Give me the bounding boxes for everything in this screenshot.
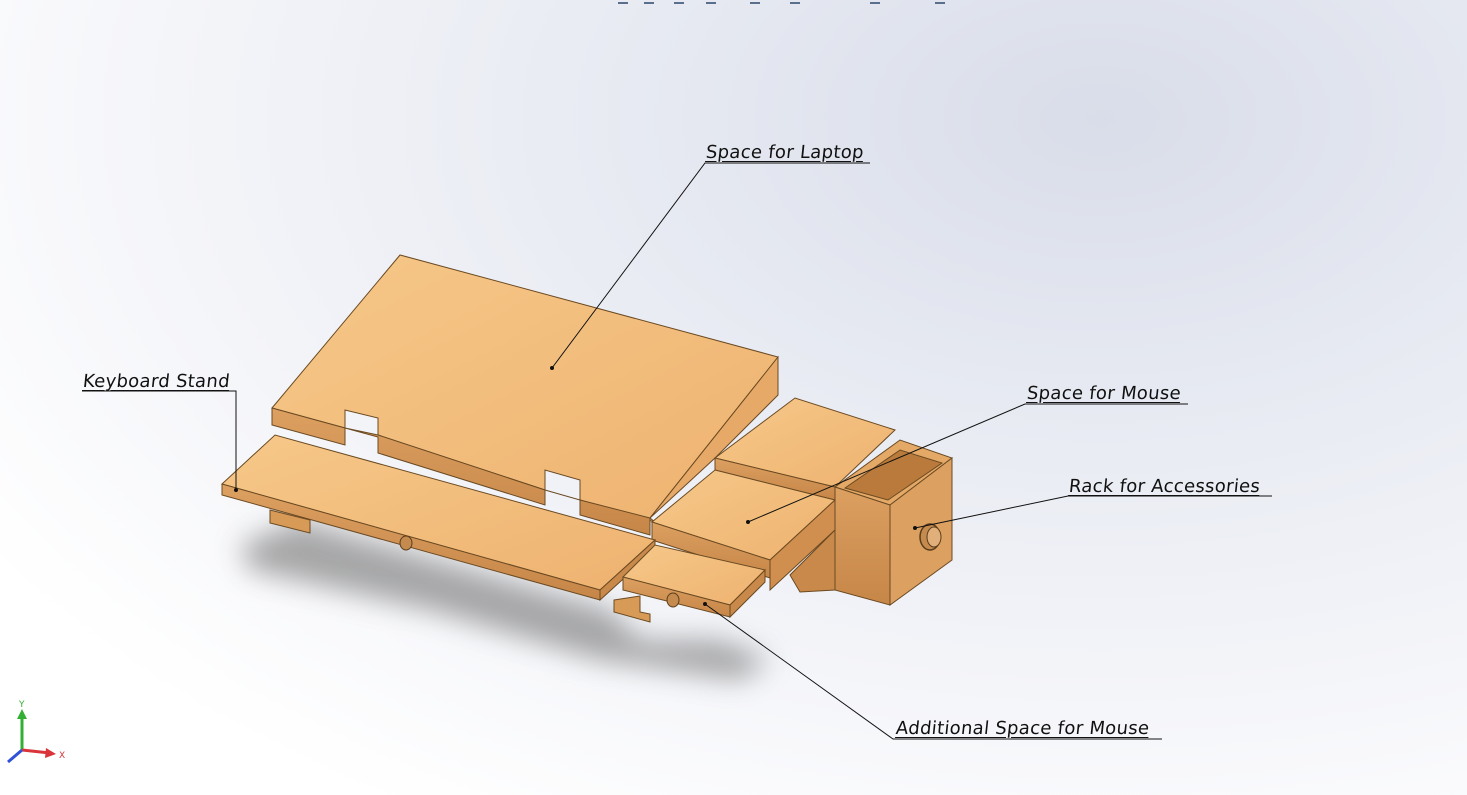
heads-up-view-toolbar[interactable]: [610, 0, 950, 6]
appearance-icon[interactable]: [790, 0, 800, 4]
x-axis-label: X: [59, 751, 65, 761]
y-axis-label: Y: [18, 700, 25, 710]
scene-icon[interactable]: [870, 0, 880, 4]
section-view-icon[interactable]: [674, 0, 684, 4]
floor-shadow: [240, 520, 770, 680]
accessories-rack: [833, 439, 954, 606]
reference-triad: Y X: [7, 700, 65, 764]
z-axis: [7, 748, 23, 764]
callout-keyboard-stand[interactable]: Keyboard Stand: [81, 371, 231, 392]
keyboard-stand: [221, 434, 657, 602]
view-orientation-icon[interactable]: [618, 0, 628, 4]
additional-mouse-tray: [613, 544, 766, 623]
hide-show-icon[interactable]: [750, 0, 760, 4]
callout-rack-for-accessories[interactable]: Rack for Accessories: [1067, 476, 1262, 497]
display-style-icon[interactable]: [706, 0, 716, 4]
zoom-to-fit-icon[interactable]: [644, 0, 654, 4]
view-settings-icon[interactable]: [935, 0, 945, 4]
callout-additional-space-for-mouse[interactable]: Additional Space for Mouse: [894, 718, 1151, 739]
callout-space-for-mouse[interactable]: Space for Mouse: [1025, 383, 1183, 404]
x-axis: [21, 748, 51, 755]
laptop-platform: [271, 254, 779, 536]
callout-space-for-laptop[interactable]: Space for Laptop: [704, 142, 865, 163]
callout-leaders: [82, 162, 1272, 740]
